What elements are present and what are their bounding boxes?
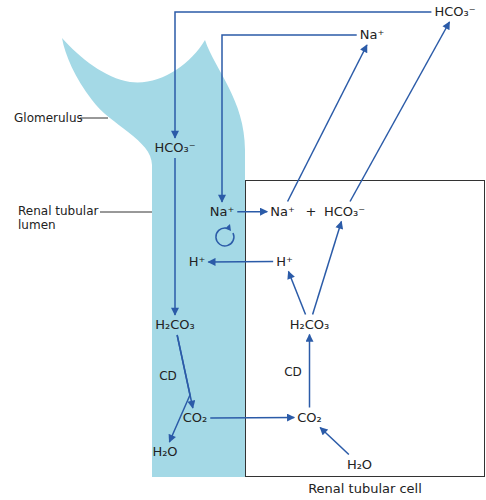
- species-name: HCO₃⁻: [154, 140, 195, 156]
- species-name: H₂CO₃: [290, 317, 330, 333]
- species-name: HCO₃⁻: [324, 204, 365, 220]
- glomerulus-tubule-shape: [62, 38, 245, 477]
- reaction-arrow: [350, 22, 449, 202]
- species-name: Na⁺: [210, 204, 235, 220]
- species-name: H₂CO₃: [155, 317, 195, 333]
- cell-caption: Renal tubular cell: [246, 481, 484, 496]
- cell-box: Renal tubular cellNa⁺HCO₃⁻H⁺H₂CO₃CO₂H₂O: [245, 180, 485, 477]
- reaction-arrow: [175, 12, 431, 138]
- carrier-symbol: [216, 228, 234, 246]
- chemical-species: H⁺: [188, 254, 207, 270]
- part-label: Glomerulus: [14, 111, 80, 125]
- reaction-arrow: [288, 45, 367, 202]
- species-name: H⁺: [189, 254, 206, 270]
- enzyme-label: CD: [284, 365, 302, 379]
- chemical-species: H⁺: [275, 254, 294, 270]
- species-name: Na⁺: [360, 27, 385, 43]
- reaction-arrow: [177, 335, 193, 408]
- chemical-species: Na⁺: [269, 204, 296, 220]
- chemical-species: Na⁺: [209, 204, 236, 220]
- chemical-species: H₂CO₃: [289, 317, 331, 333]
- species-name: H₂O: [347, 457, 372, 473]
- chemical-species: HCO₃⁻: [153, 140, 196, 156]
- species-name: Na⁺: [270, 204, 295, 220]
- reaction-arrow: [174, 158, 176, 315]
- species-name: H₂O: [152, 444, 177, 460]
- species-name: HCO₃⁻: [434, 4, 475, 20]
- chemical-species: Na⁺: [359, 27, 386, 43]
- enzyme-label: CD: [159, 369, 177, 383]
- carrier-arrowhead: [225, 224, 231, 231]
- chemical-species: HCO₃⁻: [323, 204, 366, 220]
- reaction-arrow: [169, 335, 190, 442]
- chemical-species: HCO₃⁻: [433, 4, 476, 20]
- species-name: H⁺: [276, 254, 293, 270]
- chemical-species: H₂O: [346, 457, 373, 473]
- chemical-species: H₂CO₃: [154, 317, 196, 333]
- reaction-arrow: [222, 35, 357, 202]
- part-label: Renal tubular lumen: [18, 204, 102, 232]
- species-name: CO₂: [297, 410, 322, 426]
- chemical-species: CO₂: [296, 410, 323, 426]
- species-name: CO₂: [183, 410, 208, 426]
- leader-line: [80, 118, 108, 119]
- chemical-species: CO₂: [182, 410, 209, 426]
- plus-sign: +: [306, 204, 317, 220]
- chemical-species: H₂O: [151, 444, 178, 460]
- leader-line: [100, 212, 152, 213]
